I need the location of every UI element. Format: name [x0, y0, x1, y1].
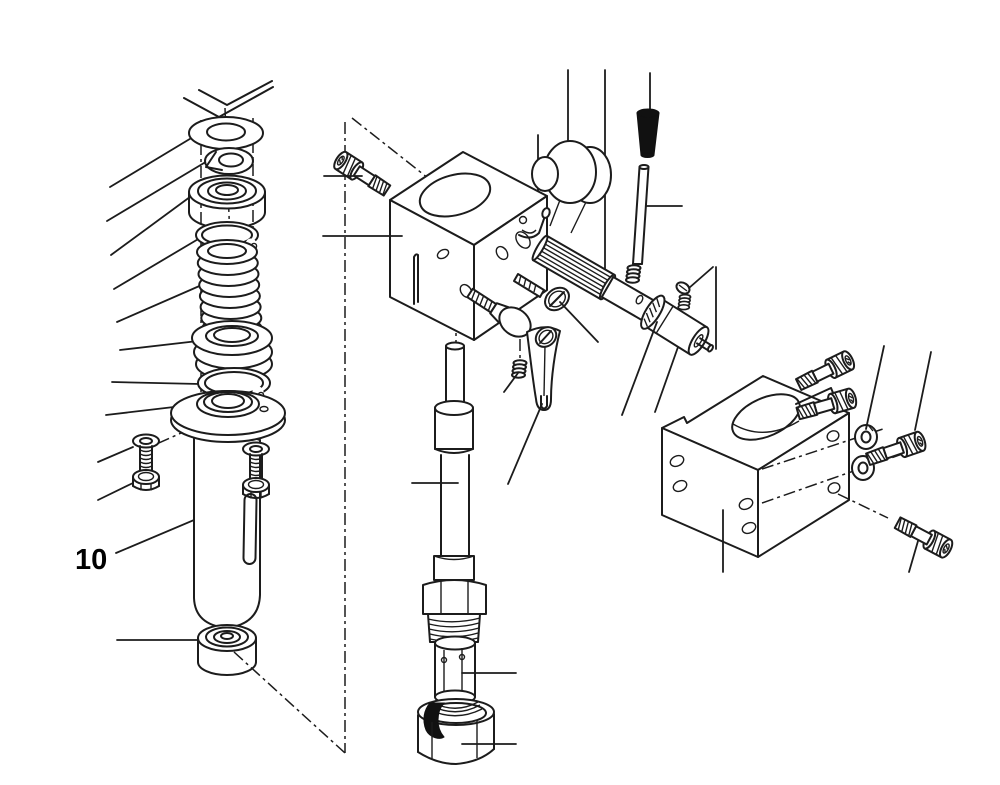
stud-left — [132, 433, 160, 492]
spindle-leaders — [411, 482, 517, 745]
spring-seat — [191, 320, 273, 381]
clamp-block — [661, 375, 909, 558]
lower-bearing — [197, 624, 257, 676]
set-screw-leader — [559, 301, 599, 343]
clamp-screw-a — [793, 348, 858, 395]
knurled-hub — [640, 294, 714, 356]
quill-flange — [170, 390, 286, 443]
hub-leaders — [621, 266, 717, 416]
threaded-section — [427, 613, 481, 643]
slotted-set-screw — [513, 273, 570, 312]
upper-bearing — [188, 174, 266, 230]
head-block-screw — [330, 148, 394, 200]
rubber-cap — [636, 108, 660, 158]
bent-pin — [518, 207, 551, 239]
feed-handle — [466, 287, 561, 411]
break-lines — [183, 80, 274, 118]
felt-ring — [204, 147, 254, 175]
callout-10-label: 10 — [75, 544, 107, 576]
spindle-rod — [434, 341, 474, 454]
long-pin — [625, 164, 650, 284]
head-block-leaders — [322, 175, 403, 237]
quill-assembly — [132, 116, 286, 676]
clamp-leaders — [722, 345, 932, 573]
spindle-column — [417, 341, 495, 765]
collet-nut — [417, 698, 495, 765]
spindle-tube — [433, 454, 475, 581]
hex-section — [422, 579, 487, 615]
flat-washer — [188, 116, 264, 150]
spindle-pulley — [531, 140, 612, 234]
detent-spring — [511, 359, 528, 379]
clamp-screw-d — [891, 512, 956, 561]
lever-leaders — [503, 372, 543, 485]
left-leader-lines — [97, 130, 213, 641]
hub-set-screw — [675, 281, 692, 311]
